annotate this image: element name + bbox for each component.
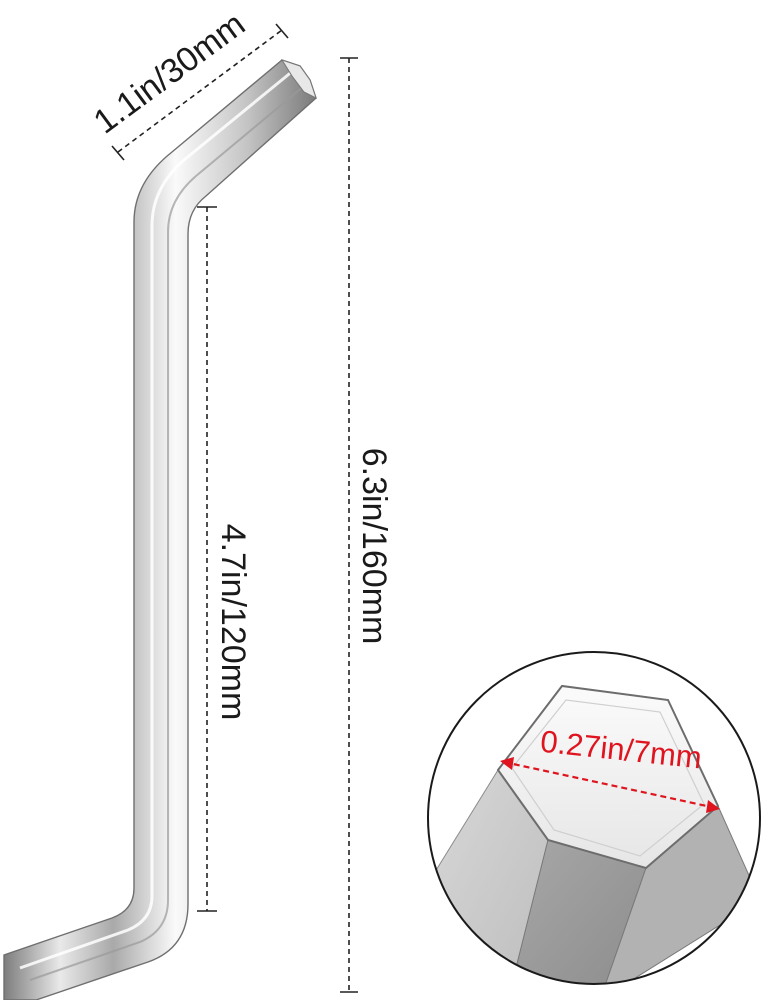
hex-width-arrow bbox=[503, 760, 717, 810]
overall-length-label: 6.3in/160mm bbox=[355, 448, 393, 645]
dimension-long-arm: 4.7in/120mm bbox=[197, 206, 252, 912]
dimension-overall-length: 6.3in/160mm bbox=[340, 57, 393, 993]
long-arm-label: 4.7in/120mm bbox=[214, 524, 252, 721]
hex-tip-detail-icon: 0.27in/7mm bbox=[427, 651, 761, 985]
hex-key-icon bbox=[3, 59, 317, 1000]
